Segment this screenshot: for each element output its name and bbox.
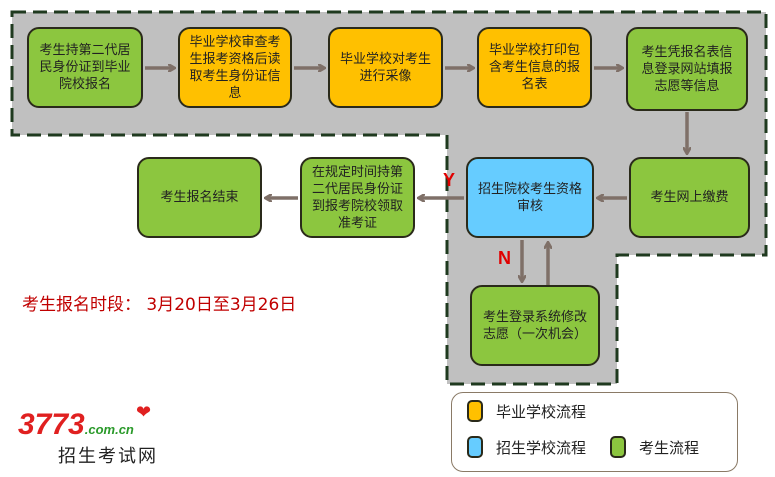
heart-icon: ❤	[136, 402, 152, 423]
logo-domain: .com.cn	[84, 422, 134, 437]
logo: 3773.com.cn ❤ 招生考试网	[18, 402, 156, 467]
step-4: 毕业学校打印包含考生信息的报名表	[477, 27, 592, 108]
step-7: 招生院校考生资格审核	[466, 157, 594, 238]
step-10: 考生登录系统修改志愿（一次机会）	[470, 285, 600, 366]
logo-name: 招生考试网	[58, 446, 158, 467]
registration-period: 考生报名时段： 3月20日至3月26日	[22, 295, 297, 315]
step-3: 毕业学校对考生进行采像	[328, 27, 443, 108]
legend-swatch-admission	[467, 436, 483, 458]
legend-swatch-graduate	[467, 400, 483, 422]
step-2: 毕业学校审查考生报考资格后读取考生身份证信息	[178, 27, 292, 108]
step-9: 考生报名结束	[137, 157, 262, 238]
yes-label: Y	[443, 170, 456, 190]
step-8: 在规定时间持第二代居民身份证到报考院校领取准考证	[300, 157, 415, 238]
legend-graduate-school: 毕业学校流程	[496, 403, 587, 421]
logo-number: 3773	[18, 408, 85, 441]
legend-admission-school: 招生学校流程	[496, 439, 587, 457]
legend-swatch-student	[610, 436, 626, 458]
step-1: 考生持第二代居民身份证到毕业院校报名	[27, 27, 143, 108]
no-label: N	[498, 248, 511, 268]
legend: 毕业学校流程 招生学校流程 考生流程	[451, 392, 738, 472]
step-5: 考生凭报名表信息登录网站填报志愿等信息	[626, 27, 748, 111]
legend-student: 考生流程	[639, 439, 700, 457]
step-6: 考生网上缴费	[629, 157, 750, 238]
